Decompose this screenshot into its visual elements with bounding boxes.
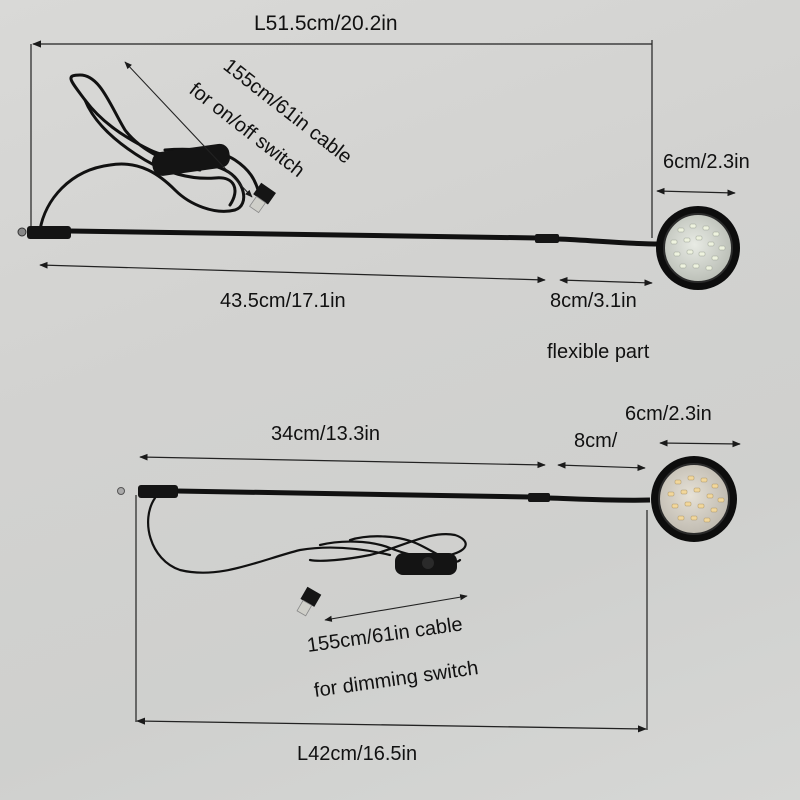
usb-plug-icon — [249, 182, 276, 214]
bottom-overall-length-label: L42cm/16.5in — [297, 743, 417, 765]
bottom-rigid-length-label: 34cm/13.3in — [271, 423, 380, 445]
bottom-cable-switch-label: for dimming switch — [313, 657, 480, 702]
top-overall-length-label: L51.5cm/20.2in — [254, 12, 398, 35]
lamp-head-warm — [651, 456, 737, 542]
bottom-lamp: 34cm/13.3in 8cm/ 6cm/2.3in 155cm/61in ca… — [117, 403, 741, 765]
flexible-gooseneck — [548, 495, 651, 503]
bottom-cable-length-label: 155cm/61in cable — [306, 613, 464, 657]
top-lamp: L51.5cm/20.2in 155cm/61in cable for on/o… — [17, 12, 750, 363]
top-flexible-part-label: flexible part — [547, 341, 650, 363]
bottom-flexible-length-label: 8cm/ — [574, 430, 618, 452]
bottom-head-diameter-label: 6cm/2.3in — [625, 403, 712, 425]
top-head-diameter-label: 6cm/2.3in — [663, 151, 750, 173]
end-cap — [27, 226, 71, 239]
on-off-switch — [151, 143, 230, 176]
top-flexible-length-label: 8cm/3.1in — [550, 290, 637, 312]
flexible-gooseneck — [557, 236, 661, 247]
dimmer-knob — [422, 557, 434, 569]
usb-plug-icon — [296, 586, 322, 617]
top-rigid-length-label: 43.5cm/17.1in — [220, 290, 346, 312]
lamp-head-cool — [656, 206, 740, 290]
